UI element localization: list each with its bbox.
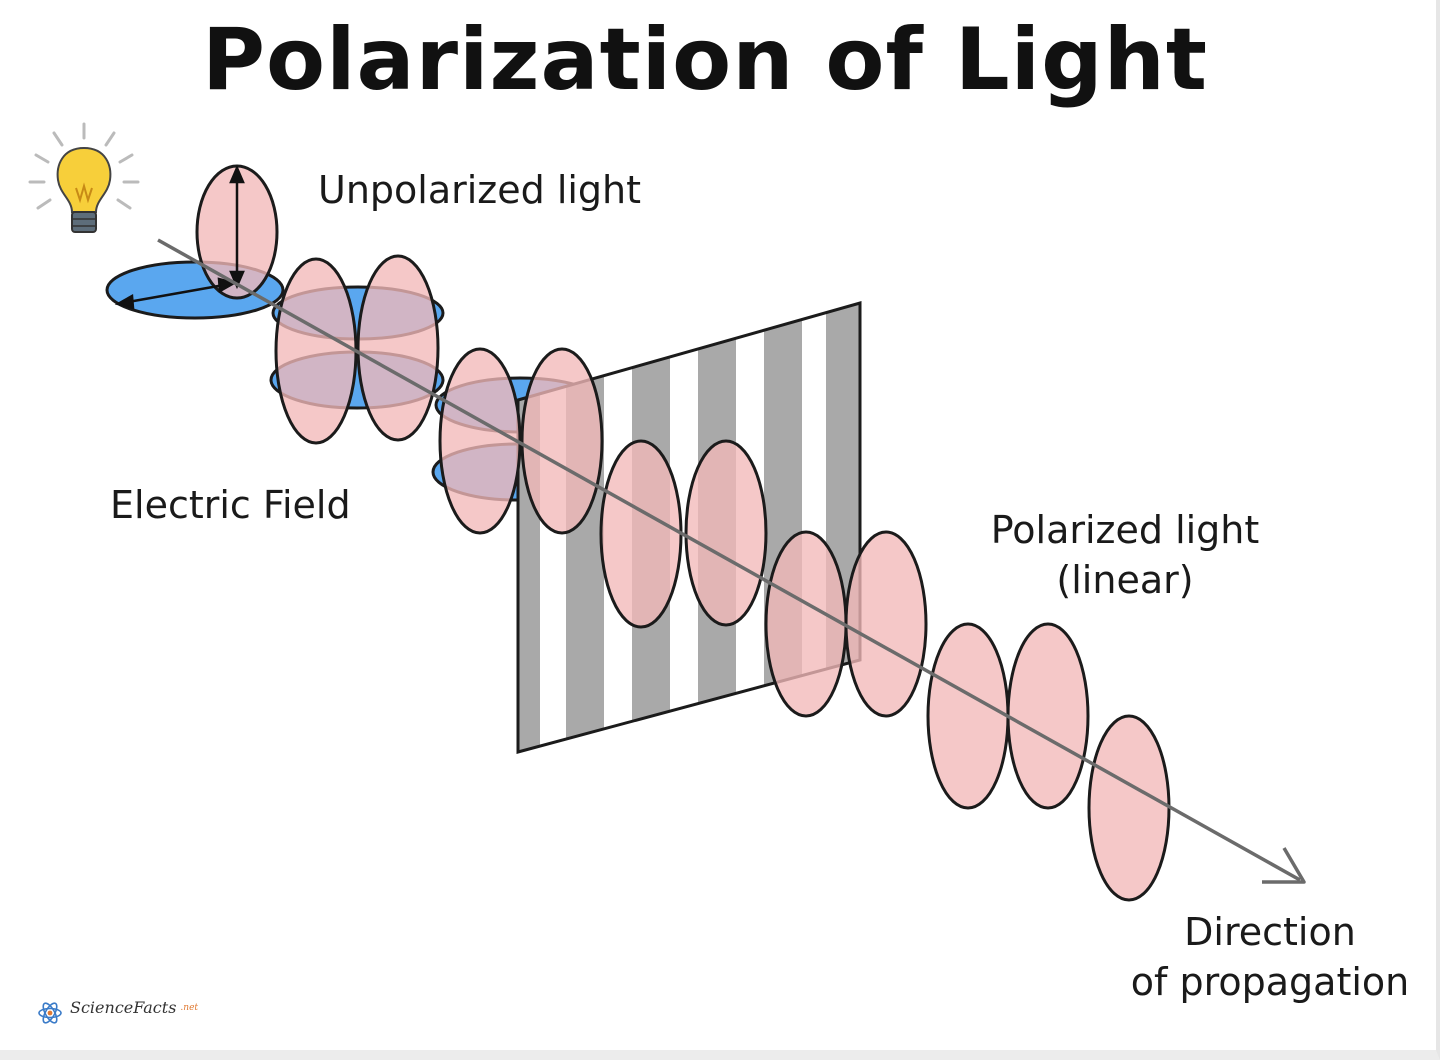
vertical-wave-lobe <box>1087 714 1171 902</box>
amplitude-arrows <box>114 164 245 310</box>
direction-line2: of propagation <box>1130 960 1410 1004</box>
vertical-wave-lobe <box>274 257 358 445</box>
electric-field-label: Electric Field <box>110 483 351 527</box>
logo-brand: ScienceFacts <box>70 998 177 1017</box>
vertical-wave-lobe <box>764 530 848 718</box>
unpolarized-light-label: Unpolarized light <box>318 168 642 212</box>
filter-stripe <box>518 303 540 752</box>
vertical-wave-lobe <box>520 347 604 535</box>
vertical-wave-lobe <box>438 347 522 535</box>
vertical-wave-lobe <box>1006 622 1090 810</box>
light-bulb-icon <box>28 122 140 233</box>
vertical-wave-lobe <box>599 439 683 629</box>
sciencefacts-logo: ScienceFacts .net <box>36 998 198 1017</box>
vertical-field-components <box>195 164 1171 902</box>
propagation-arrow <box>157 238 1306 884</box>
filter-stripe <box>826 303 860 752</box>
vertical-wave-lobe <box>356 254 440 442</box>
polarized-light-label: Polarized light (linear) <box>960 505 1290 605</box>
vertical-wave-lobe <box>684 439 768 627</box>
atom-logo-icon <box>38 1002 62 1024</box>
vertical-wave-lobe <box>926 622 1010 810</box>
page-title: Polarization of Light <box>201 10 1209 110</box>
polarized-light-line1: Polarized light <box>990 508 1260 552</box>
direction-line1: Direction <box>1184 910 1356 954</box>
direction-of-propagation-label: Direction of propagation <box>1105 907 1435 1007</box>
polarized-light-line2: (linear) <box>1056 558 1194 602</box>
logo-suffix: .net <box>180 1002 199 1013</box>
vertical-wave-lobe <box>844 530 928 718</box>
